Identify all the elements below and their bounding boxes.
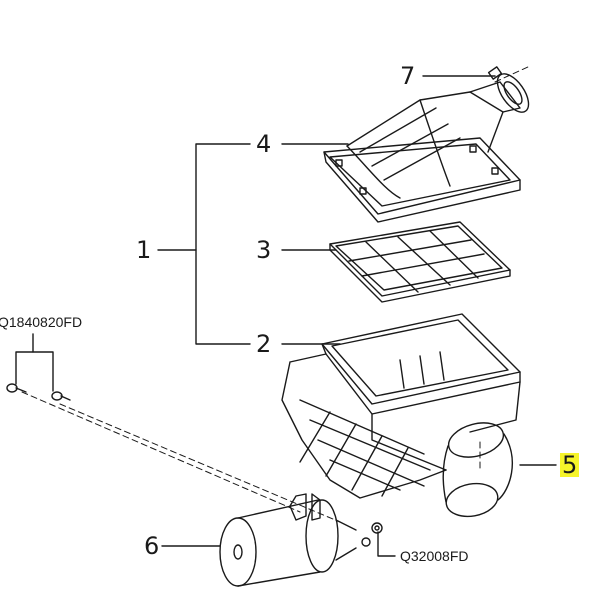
filter-element xyxy=(329,221,511,303)
part-number-screws: Q1840820FD xyxy=(0,314,83,330)
part-number-nut: Q32008FD xyxy=(400,548,469,564)
callout-3: 3 xyxy=(256,236,272,264)
callout-6: 6 xyxy=(144,532,160,560)
mass-air-flow-sensor xyxy=(219,493,357,587)
callout-5: 5 xyxy=(560,451,580,479)
lower-housing xyxy=(281,313,521,499)
intake-elbow xyxy=(442,422,513,518)
dashed-assembly-lines xyxy=(21,65,531,523)
hose-clamp xyxy=(487,66,530,113)
mounting-hardware xyxy=(6,383,383,547)
callout-1: 1 xyxy=(136,236,152,264)
callout-4: 4 xyxy=(256,130,272,158)
housing-cover xyxy=(323,81,521,223)
callout-2: 2 xyxy=(256,330,272,358)
leader-lines xyxy=(15,75,557,557)
callout-7: 7 xyxy=(400,62,416,90)
